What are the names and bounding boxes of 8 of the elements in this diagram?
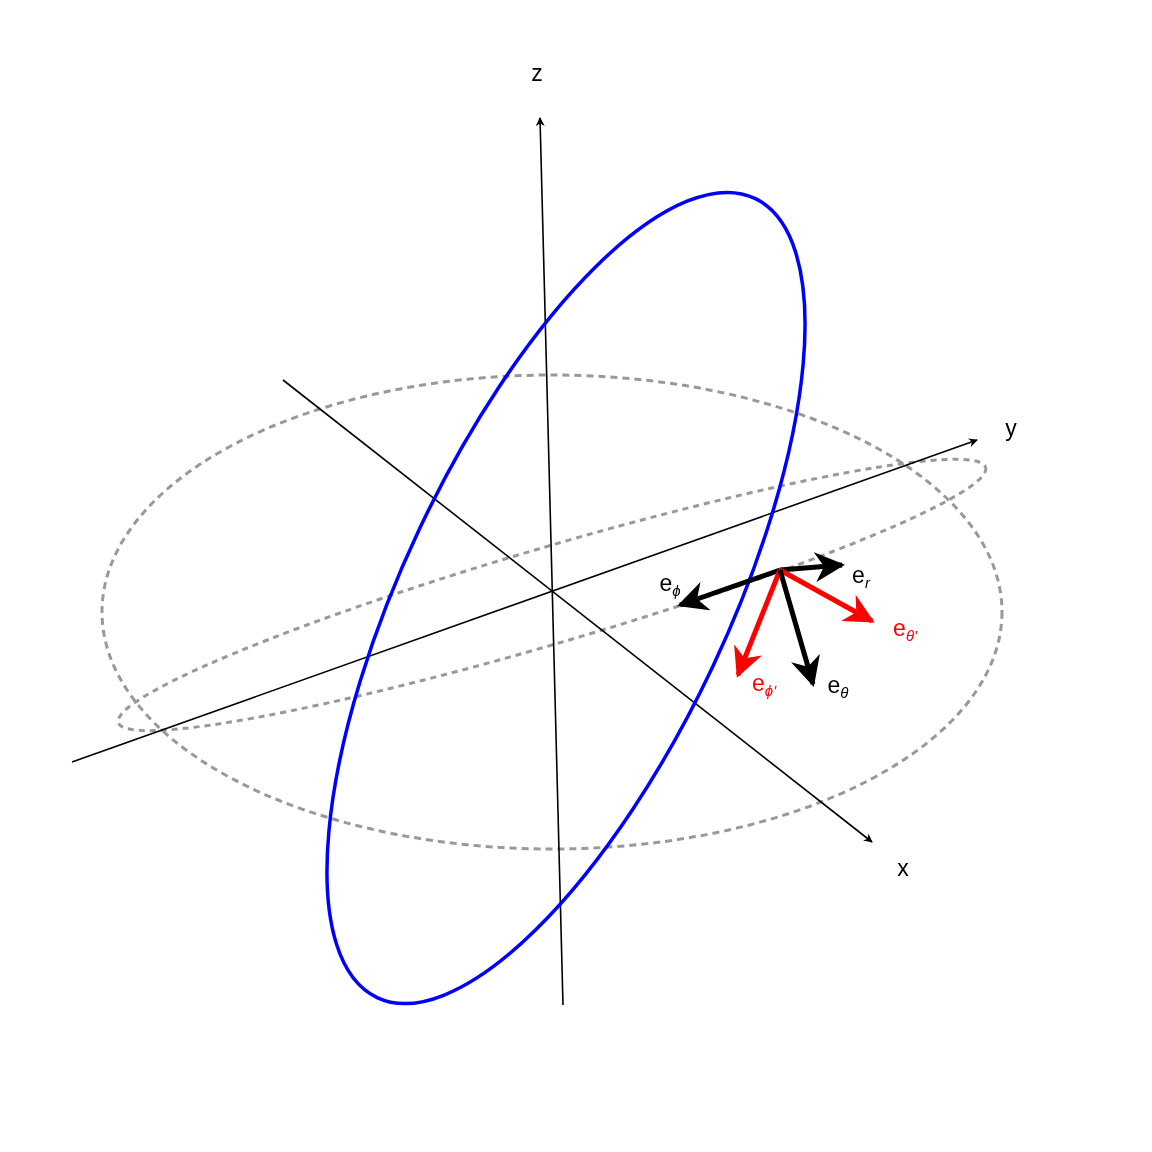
- vector-label: e$_{θ'}$: [893, 616, 917, 644]
- axis-label: x: [897, 856, 909, 880]
- vector-label: e$_{ϕ'}$: [752, 671, 776, 699]
- vector-label: e$_{θ}$: [827, 673, 849, 701]
- vector-label: e$_{r}$: [852, 563, 870, 591]
- axis-label: z: [531, 61, 543, 85]
- vector-label: e$_{ϕ}$: [659, 571, 681, 599]
- axis-label: y: [1005, 416, 1017, 440]
